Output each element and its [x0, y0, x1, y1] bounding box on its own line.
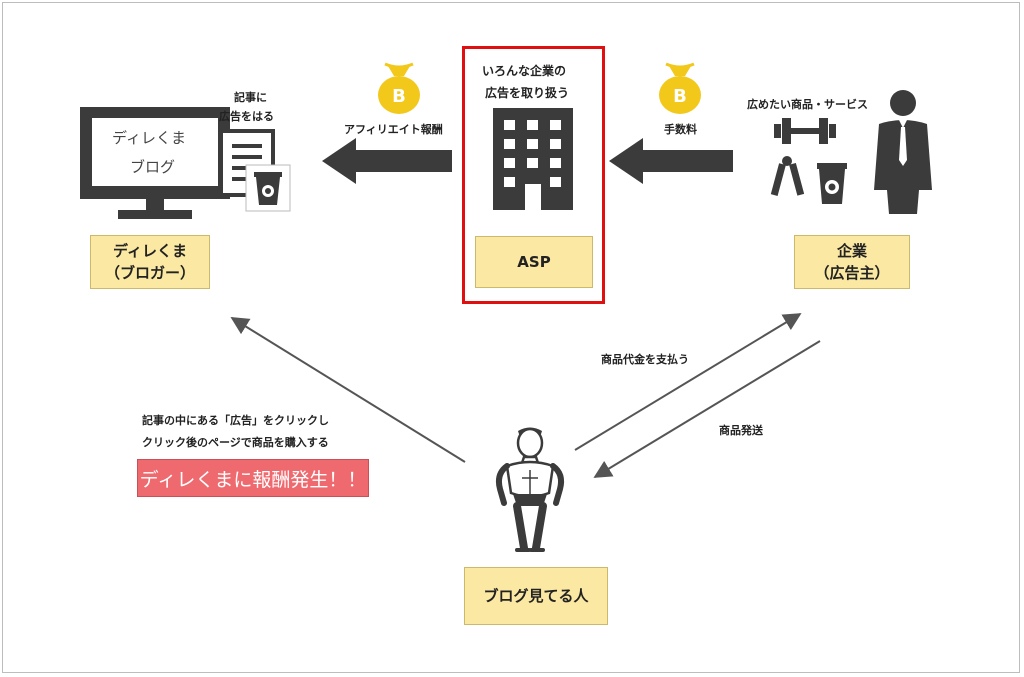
company-label: 企業 （広告主） — [794, 235, 910, 289]
reward-banner: ディレくまに報酬発生！！ — [137, 459, 369, 497]
reader-to-blogger-arrow — [230, 317, 466, 463]
asp-highlight-frame — [462, 46, 605, 304]
building-icon — [493, 108, 573, 210]
coin-symbol: B — [392, 86, 406, 107]
dumbbell-icon — [774, 118, 836, 144]
hand-grip-icon — [770, 156, 805, 196]
asp-label: ASP — [475, 236, 593, 288]
blog-screen-subtitle: ブログ — [130, 158, 176, 176]
money-bag-icon-fee: B — [659, 62, 701, 114]
reader-person-icon — [495, 427, 565, 552]
payment-arrow — [574, 313, 802, 451]
coffee-cup-icon — [817, 163, 847, 204]
reward-flow-label: アフィリエイト報酬 — [344, 123, 443, 136]
company-products-caption: 広めたい商品・サービス — [747, 98, 868, 111]
article-caption-line2: 広告をはる — [219, 110, 274, 123]
click-note-line2: クリック後のページで商品を購入する — [142, 436, 329, 449]
shipping-arrow — [593, 340, 821, 478]
blog-screen-title: ディレくま — [112, 129, 186, 147]
asp-label-text: ASP — [517, 253, 551, 271]
ad-cup-icon — [245, 164, 291, 212]
asp-header-line1: いろんな企業の — [482, 64, 567, 78]
reader-label: ブログ見てる人 — [464, 567, 608, 625]
reader-label-text: ブログ見てる人 — [483, 587, 589, 605]
payment-label: 商品代金を支払う — [601, 353, 689, 366]
coin-symbol: B — [673, 86, 687, 107]
company-label-line1: 企業 — [836, 242, 867, 260]
blogger-label-line1: ディレくま — [113, 242, 187, 260]
money-bag-icon-reward: B — [378, 62, 420, 114]
blogger-label-line2: （ブロガー） — [104, 264, 195, 282]
shipping-label: 商品発送 — [719, 424, 763, 437]
asp-header-line2: 広告を取り扱う — [485, 86, 570, 100]
company-label-line2: （広告主） — [814, 264, 890, 282]
fee-flow-label: 手数料 — [664, 123, 697, 136]
click-note-line1: 記事の中にある「広告」をクリックし — [142, 414, 329, 427]
monitor-icon — [80, 107, 230, 219]
blogger-label: ディレくま （ブロガー） — [90, 235, 210, 289]
fee-arrow — [609, 138, 733, 184]
businessman-icon — [874, 90, 932, 214]
reward-arrow — [322, 138, 452, 184]
article-caption-line1: 記事に — [234, 91, 267, 104]
